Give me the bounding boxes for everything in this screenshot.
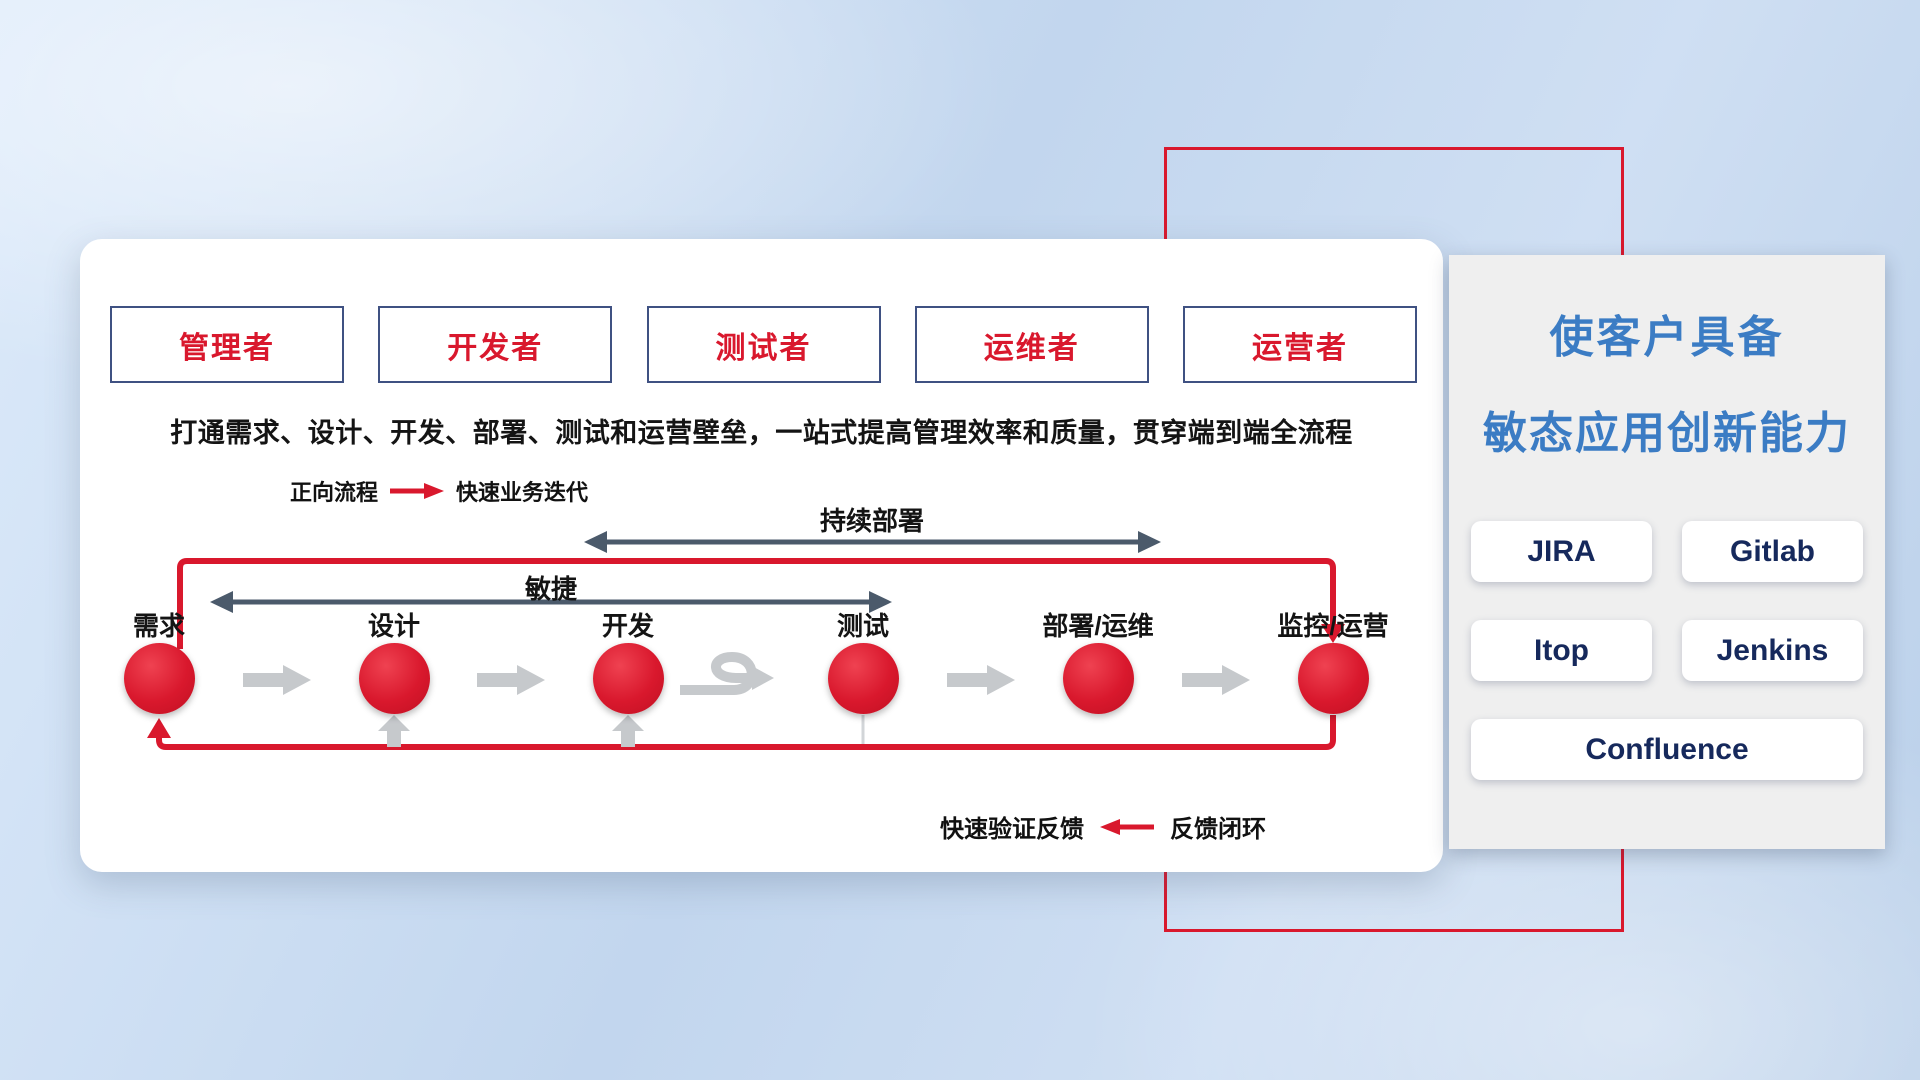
stage-dot bbox=[827, 643, 899, 714]
stage-test: 测试 bbox=[783, 611, 943, 714]
continuous-deploy-arrow bbox=[584, 531, 1161, 553]
stage-dot bbox=[123, 643, 195, 714]
stage-connector-arrow bbox=[947, 665, 1015, 695]
role-box-manager: 管理者 bbox=[110, 306, 344, 383]
role-box-ops: 运维者 bbox=[914, 306, 1149, 383]
tool-itop: Itop bbox=[1471, 620, 1652, 681]
panel-title-line1: 使客户具备 bbox=[1549, 313, 1785, 362]
stage-dot bbox=[592, 643, 664, 714]
red-forward-loop bbox=[177, 558, 1345, 649]
red-feedback-loop bbox=[147, 715, 1336, 750]
stage-connector-arrow bbox=[477, 665, 545, 695]
stage-label: 监控/运营 bbox=[1277, 611, 1389, 641]
agile-label: 敏捷 bbox=[524, 574, 577, 604]
role-box-operator: 运营者 bbox=[1183, 306, 1417, 383]
stage-deploy-ops: 部署/运维 bbox=[1018, 611, 1178, 714]
legend-feedback-label: 反馈闭环 bbox=[1170, 816, 1266, 843]
roles-row: 管理者 开发者 测试者 运维者 运营者 bbox=[110, 306, 1417, 383]
stage-label: 测试 bbox=[836, 611, 889, 641]
legend-forward-label: 正向流程 bbox=[290, 480, 379, 505]
pipeline-stages: 需求 设计 开发 测试 部署/运维 监控/运营 bbox=[80, 611, 1443, 791]
legend-feedback-text: 快速验证反馈 bbox=[940, 816, 1084, 843]
feedback-up-arrow-design bbox=[378, 715, 410, 747]
legend-forward-text: 快速业务迭代 bbox=[456, 480, 589, 505]
stage-requirement: 需求 bbox=[79, 611, 239, 714]
right-arrow-icon bbox=[390, 483, 445, 499]
tool-confluence: Confluence bbox=[1471, 719, 1863, 780]
role-box-developer: 开发者 bbox=[378, 306, 613, 383]
stage-label: 开发 bbox=[601, 611, 654, 641]
panel-title: 使客户具备 敏态应用创新能力 bbox=[1449, 255, 1885, 461]
tools-grid: JIRA Gitlab Itop Jenkins Confluence bbox=[1471, 521, 1863, 780]
capability-panel: 使客户具备 敏态应用创新能力 JIRA Gitlab Itop Jenkins … bbox=[1449, 255, 1885, 849]
legend-feedback: 快速验证反馈 反馈闭环 bbox=[940, 809, 1266, 844]
iteration-loop-arrow bbox=[680, 651, 774, 695]
stage-connector-arrow bbox=[243, 665, 311, 695]
tool-gitlab: Gitlab bbox=[1682, 521, 1863, 582]
stage-connector-arrow bbox=[1182, 665, 1250, 695]
stage-monitor-operate: 监控/运营 bbox=[1253, 611, 1413, 714]
continuous-deploy-label: 持续部署 bbox=[819, 506, 924, 536]
stage-dot bbox=[1297, 643, 1369, 714]
stage-dot bbox=[1062, 643, 1134, 714]
tool-jenkins: Jenkins bbox=[1682, 620, 1863, 681]
stage-dot bbox=[358, 643, 430, 714]
role-box-tester: 测试者 bbox=[646, 306, 881, 383]
agile-arrow bbox=[210, 591, 892, 613]
stage-label: 需求 bbox=[132, 611, 185, 641]
feedback-up-arrow-dev bbox=[612, 715, 644, 747]
stage-label: 部署/运维 bbox=[1042, 611, 1154, 641]
pipeline-diagram bbox=[147, 531, 1345, 750]
panel-title-line2: 敏态应用创新能力 bbox=[1483, 409, 1851, 458]
stage-develop: 开发 bbox=[548, 611, 708, 714]
stage-label: 设计 bbox=[367, 611, 420, 641]
devops-flow-card: 管理者 开发者 测试者 运维者 运营者 打通需求、设计、开发、部署、测试和运营壁… bbox=[80, 239, 1443, 872]
stage-design: 设计 bbox=[314, 611, 474, 714]
left-arrow-icon bbox=[1100, 818, 1154, 835]
tool-jira: JIRA bbox=[1471, 521, 1652, 582]
legend-forward: 正向流程 快速业务迭代 bbox=[290, 475, 588, 507]
flow-description: 打通需求、设计、开发、部署、测试和运营壁垒，一站式提高管理效率和质量，贯穿端到端… bbox=[170, 418, 1353, 448]
